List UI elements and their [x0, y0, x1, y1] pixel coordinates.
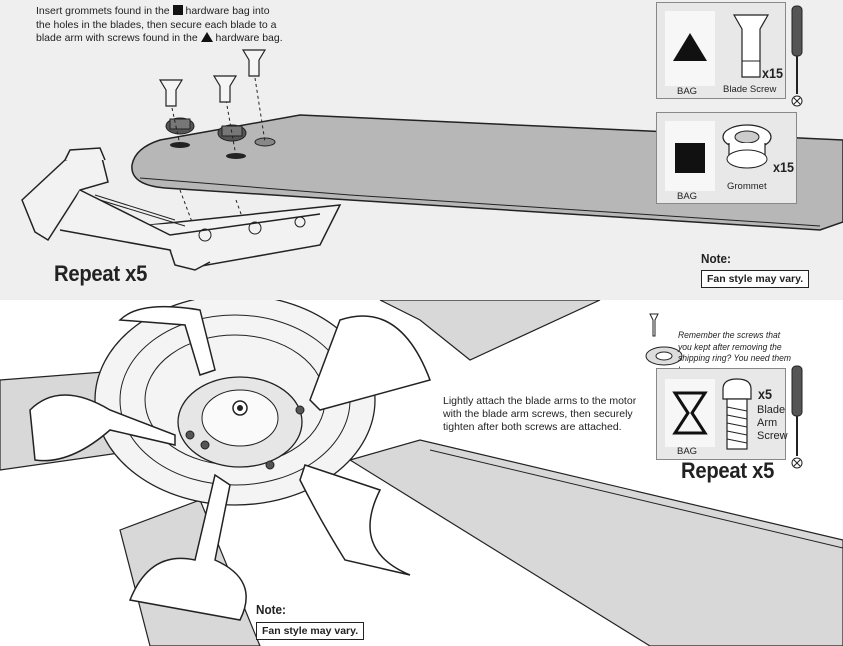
note-title: Note:	[701, 251, 731, 266]
item-label: Grommet	[727, 181, 767, 192]
item-label: Blade Screw	[723, 84, 777, 95]
motor-assembly-illustration	[0, 300, 843, 646]
shipping-ring-icon	[645, 313, 683, 366]
repeat-label: Repeat x5	[54, 261, 148, 286]
count-label: x5	[758, 386, 773, 402]
hourglass-icon	[665, 379, 715, 447]
blade-arm-screw-icon	[722, 378, 752, 450]
top-instruction: Insert grommets found in the hardware ba…	[36, 5, 283, 46]
bag-label: BAG	[677, 86, 698, 97]
hardware-box-grommet: BAG x15 Grommet	[656, 112, 797, 204]
hardware-box-blade-screw: BAG x15 Blade Screw	[656, 2, 786, 99]
note-title: Note:	[256, 602, 286, 617]
blade-screw-icon	[732, 14, 770, 78]
triangle-icon	[665, 11, 715, 86]
screwdriver-icon	[791, 5, 803, 107]
note-text: Fan style may vary.	[701, 270, 810, 288]
count-label: x15	[773, 159, 795, 175]
bag-label: BAG	[677, 191, 698, 202]
item-label: Blade Arm Screw	[757, 404, 788, 442]
step-panel-blade-arms: Lightly attach the blade arms to the mot…	[0, 300, 843, 646]
bottom-instruction: Lightly attach the blade arms to the mot…	[443, 395, 637, 433]
square-icon	[172, 5, 183, 19]
grommet-icon	[722, 124, 772, 169]
hardware-box-blade-arm-screw: BAG x5 Blade Arm Screw	[656, 368, 788, 460]
repeat-label: Repeat x5	[681, 458, 775, 483]
square-icon	[665, 121, 715, 191]
bag-label: BAG	[677, 446, 698, 457]
step-panel-blade-grommets: Insert grommets found in the hardware ba…	[0, 0, 843, 300]
count-label: x15	[762, 65, 784, 81]
note-text: Fan style may vary.	[256, 622, 365, 640]
screwdriver-icon	[791, 365, 803, 469]
triangle-icon	[200, 32, 213, 46]
blade-screw-icon	[158, 49, 267, 107]
